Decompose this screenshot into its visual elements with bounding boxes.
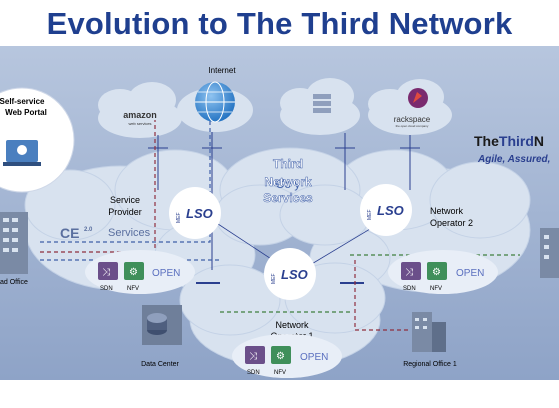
server-icon xyxy=(313,94,331,99)
sdn-icon xyxy=(98,262,118,280)
nfv-icon xyxy=(427,262,447,280)
svg-text:SDN: SDN xyxy=(100,286,113,292)
lso-center: MEF LSO xyxy=(264,248,316,300)
svg-text:⚙: ⚙ xyxy=(129,267,138,278)
rackspace-label: rackspace xyxy=(394,115,431,124)
svg-text:OPEN: OPEN xyxy=(152,268,180,279)
tns-line2: Network xyxy=(264,175,312,189)
regional-office-building-icon xyxy=(412,312,446,352)
sdn-nfv-sp: ⤨ ⚙ SDN NFV OPEN xyxy=(85,250,195,294)
network-diagram: Self-service Web Portal Internet amazon … xyxy=(0,46,559,380)
portal-line1: Self-service xyxy=(0,97,45,106)
sdn-nfv-op2: ⤨ ⚙ SDN NFV OPEN xyxy=(388,250,498,294)
svg-text:LSO: LSO xyxy=(377,203,404,218)
svg-text:OPEN: OPEN xyxy=(456,268,484,279)
tns-line3: Services xyxy=(263,191,313,205)
regional-office-label: Regional Office 1 xyxy=(403,361,457,368)
svg-text:MEF: MEF xyxy=(271,273,277,284)
brand-name: TheThirdN xyxy=(474,133,544,149)
svg-text:CE: CE xyxy=(60,225,79,241)
svg-text:⤨: ⤨ xyxy=(102,267,110,278)
portal-line2: Web Portal xyxy=(5,108,47,117)
svg-text:⚙: ⚙ xyxy=(276,351,285,362)
svg-text:⤨: ⤨ xyxy=(249,351,257,362)
svg-text:NFV: NFV xyxy=(127,286,139,292)
svg-text:SDN: SDN xyxy=(247,370,260,376)
op2-line2: Operator 2 xyxy=(430,218,473,228)
footer-strip xyxy=(0,380,559,408)
svg-text:2.0: 2.0 xyxy=(84,227,93,233)
data-center-label: Data Center xyxy=(141,361,179,368)
sdn-nfv-op1: ⤨ ⚙ SDN NFV OPEN xyxy=(232,334,342,378)
third-network-services: Third Co y Network Services xyxy=(263,157,313,206)
rackspace-cloud xyxy=(368,79,452,135)
server-cloud xyxy=(280,78,360,135)
brand: TheThirdN Agile, Assured, xyxy=(474,133,550,165)
op1-line1: Network xyxy=(275,320,309,330)
internet-cloud xyxy=(177,81,253,132)
internet-label: Internet xyxy=(208,66,236,75)
svg-text:NFV: NFV xyxy=(274,370,286,376)
gear-icon xyxy=(17,145,27,155)
svg-text:Services: Services xyxy=(108,227,151,239)
svg-text:⚙: ⚙ xyxy=(432,267,441,278)
amazon-cloud xyxy=(98,82,182,138)
sp-line2: Provider xyxy=(108,207,142,217)
lso-service-provider: MEF LSO xyxy=(169,187,221,239)
svg-text:LSO: LSO xyxy=(281,267,308,282)
head-office-building-icon xyxy=(0,212,28,274)
tns-overlay: Co y xyxy=(276,177,301,191)
sp-line1: Service xyxy=(110,195,140,205)
nfv-icon xyxy=(271,346,291,364)
center-cloud xyxy=(214,147,371,246)
diagram-canvas: Self-service Web Portal Internet amazon … xyxy=(0,46,559,380)
lso-operator2: MEF LSO xyxy=(360,184,412,236)
rackspace-sub-label: the open cloud company xyxy=(396,124,429,128)
brand-tagline: Agile, Assured, xyxy=(477,154,550,165)
svg-text:MEF: MEF xyxy=(176,212,182,223)
svg-text:MEF: MEF xyxy=(367,209,373,220)
self-service-portal[interactable]: Self-service Web Portal xyxy=(0,87,75,193)
svg-text:OPEN: OPEN xyxy=(300,352,328,363)
op2-line1: Network xyxy=(430,206,464,216)
svg-text:LSO: LSO xyxy=(186,206,213,221)
page-title: Evolution to The Third Network xyxy=(46,6,513,41)
sdn-icon xyxy=(401,262,421,280)
data-center-icon xyxy=(142,305,182,345)
tns-line1: Third xyxy=(273,157,303,171)
amazon-sub-label: web services xyxy=(128,121,151,126)
sdn-icon xyxy=(245,346,265,364)
svg-text:SDN: SDN xyxy=(403,286,416,292)
amazon-label: amazon xyxy=(123,110,157,120)
head-office-label: ad Office xyxy=(0,279,28,286)
nfv-icon xyxy=(124,262,144,280)
right-building-icon xyxy=(540,228,559,278)
svg-text:⤨: ⤨ xyxy=(405,267,413,278)
ce-services-logo: CE 2.0 Services xyxy=(60,225,151,241)
svg-text:NFV: NFV xyxy=(430,286,442,292)
